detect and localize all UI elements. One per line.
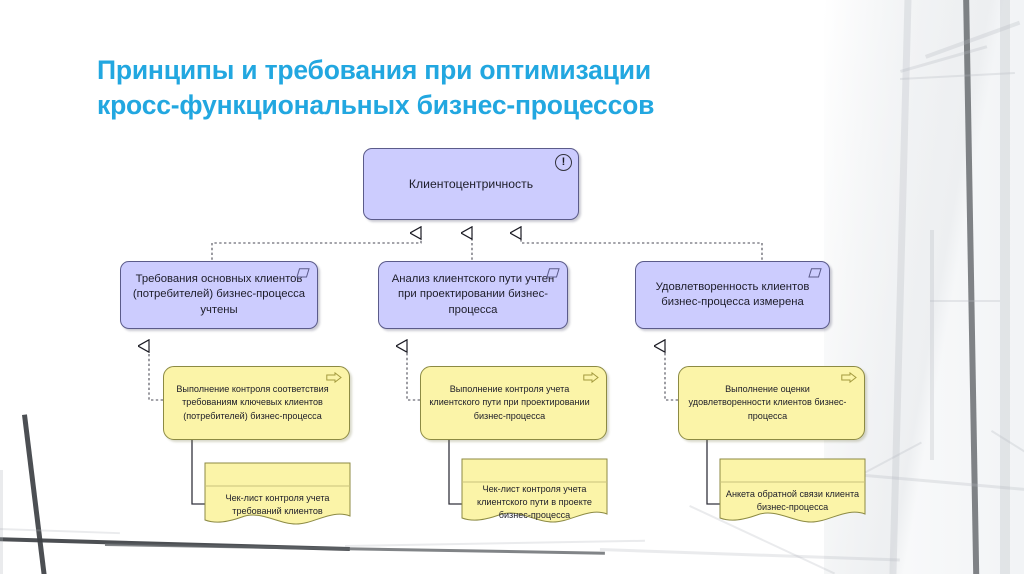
document-shape-2 xyxy=(461,458,608,523)
title-line-2: кросс-функциональных бизнес-процессов xyxy=(97,89,655,120)
node-process-1[interactable]: Выполнение контроля соответствия требова… xyxy=(163,366,350,440)
node-document-1[interactable]: Чек-лист контроля учета требований клиен… xyxy=(205,463,350,524)
wire-proc-2-to-doc-2 xyxy=(448,440,462,505)
wire-proc-3-to-doc-3 xyxy=(706,440,720,505)
wire-root-to-req-1 xyxy=(211,233,421,279)
wire-req-2-to-proc-2 xyxy=(407,346,420,401)
slide-title: Принципы и требования при оптимизации кр… xyxy=(97,53,797,123)
node-process-2-label: Выполнение контроля учета клиентского пу… xyxy=(429,384,590,421)
node-root-goal[interactable]: Клиентоцентричность ! xyxy=(363,148,579,220)
node-process-1-label: Выполнение контроля соответствия требова… xyxy=(176,384,329,421)
node-root-goal-label: Клиентоцентричность xyxy=(408,176,534,191)
node-document-3[interactable]: Анкета обратной связи клиента бизнес-про… xyxy=(720,459,865,522)
wire-req-3-to-proc-3 xyxy=(665,346,678,401)
node-requirement-1-label: Требования основных клиентов (потребител… xyxy=(132,272,306,316)
node-document-1-label: Чек-лист контроля учета требований клиен… xyxy=(225,493,330,516)
node-requirement-3-label: Удовлетворенность клиентов бизнес-процес… xyxy=(655,280,810,308)
node-process-3[interactable]: Выполнение оценки удовлетворенности клие… xyxy=(678,366,865,440)
node-document-2-label: Чек-лист контроля учета клиентского пути… xyxy=(477,484,592,520)
node-requirement-2[interactable]: Анализ клиентского пути учтен при проект… xyxy=(378,261,568,329)
wire-req-1-to-proc-1 xyxy=(149,346,163,401)
title-line-1: Принципы и требования при оптимизации xyxy=(97,55,651,85)
node-process-2[interactable]: Выполнение контроля учета клиентского пу… xyxy=(420,366,607,440)
node-requirement-2-label: Анализ клиентского пути учтен при проект… xyxy=(391,272,555,316)
node-document-3-label: Анкета обратной связи клиента бизнес-про… xyxy=(725,489,860,512)
node-process-3-label: Выполнение оценки удовлетворенности клие… xyxy=(688,384,847,421)
node-document-2[interactable]: Чек-лист контроля учета клиентского пути… xyxy=(462,459,607,522)
wire-proc-1-to-doc-1 xyxy=(191,440,205,505)
document-shape-1 xyxy=(204,462,351,525)
node-requirement-1[interactable]: Требования основных клиентов (потребител… xyxy=(120,261,318,329)
exclamation-icon: ! xyxy=(555,154,572,171)
node-requirement-3[interactable]: Удовлетворенность клиентов бизнес-процес… xyxy=(635,261,830,329)
